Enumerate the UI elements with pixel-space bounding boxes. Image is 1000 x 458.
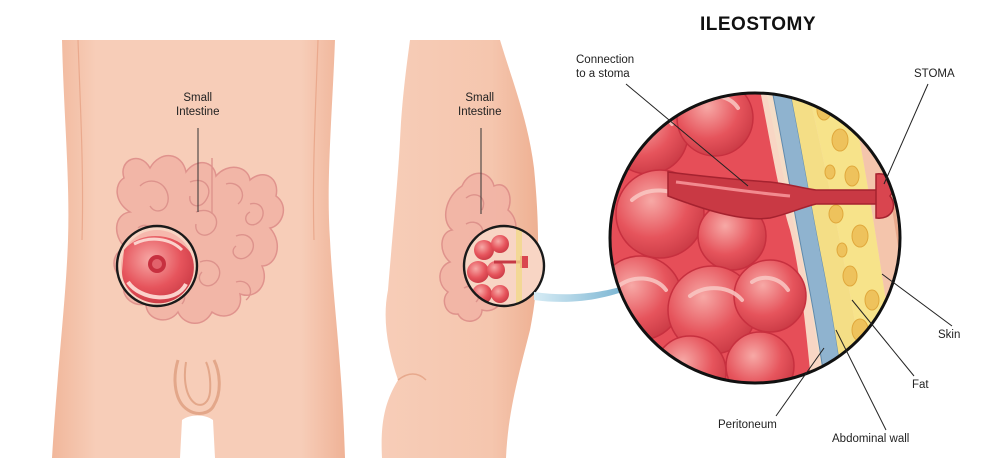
side-stoma-circle — [462, 224, 546, 308]
fat-label: Fat — [912, 379, 929, 391]
diagram-title: ILEOSTOMY — [700, 14, 817, 35]
callout-lines — [625, 83, 953, 431]
front-small-intestine-label: Small Intestine — [176, 92, 220, 118]
abdominal-wall-label: Abdominal wall — [832, 433, 910, 445]
fat-pointer — [851, 299, 915, 377]
magnified-circle — [608, 91, 902, 385]
stoma-pointer — [883, 83, 929, 185]
connection-pointer — [625, 83, 749, 187]
skin-pointer — [881, 273, 953, 327]
skin-label: Skin — [938, 329, 961, 341]
peritoneum-pointer — [775, 347, 825, 417]
stoma-label: STOMA — [914, 68, 955, 80]
peritoneum-label: Peritoneum — [718, 419, 777, 431]
connection-label: Connection to a stoma — [576, 54, 635, 80]
abdominal-wall-pointer — [835, 329, 887, 431]
front-stoma-circle — [115, 224, 199, 308]
side-small-intestine-label: Small Intestine — [458, 92, 502, 118]
